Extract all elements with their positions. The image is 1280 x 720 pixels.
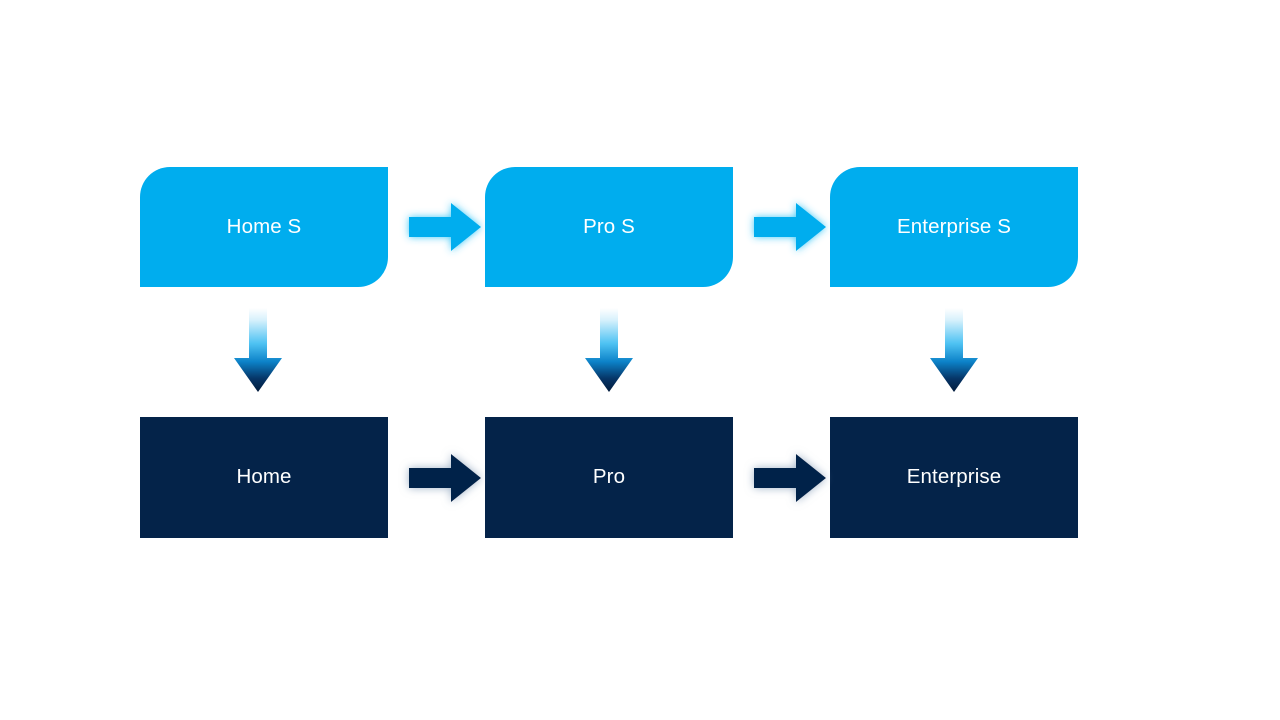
arrow-right-shape [409,203,481,251]
tier-box-enterprise[interactable]: Enterprise [830,417,1078,538]
arrow-down-icon-enterprise-s-to-enterprise [930,308,978,392]
arrow-down-icon-pro-s-to-pro [585,308,633,392]
tier-box-enterprise-s[interactable]: Enterprise S [830,167,1078,287]
tier-box-pro[interactable]: Pro [485,417,733,538]
arrow-right-shape [409,454,481,502]
tier-box-label: Enterprise [906,465,1002,489]
tier-box-label: Pro [592,465,626,489]
arrow-down-shape [234,308,282,392]
tier-box-label: Home [236,465,292,489]
arrow-right-icon-home-s-to-pro-s [409,203,481,251]
arrow-down-shape [585,308,633,392]
tier-box-pro-s[interactable]: Pro S [485,167,733,287]
arrow-down-shape [930,308,978,392]
tier-box-label: Home S [226,214,302,238]
arrow-right-icon-pro-to-enterprise [754,454,826,502]
tier-box-label: Pro S [583,214,635,238]
arrow-down-icon-home-s-to-home [234,308,282,392]
arrow-right-icon-home-to-pro [409,454,481,502]
tier-box-home-s[interactable]: Home S [140,167,388,287]
arrow-right-shape [754,203,826,251]
tier-box-label: Enterprise S [897,214,1011,238]
tier-box-home[interactable]: Home [140,417,388,538]
arrow-right-icon-pro-s-to-enterprise-s [754,203,826,251]
arrow-right-shape [754,454,826,502]
